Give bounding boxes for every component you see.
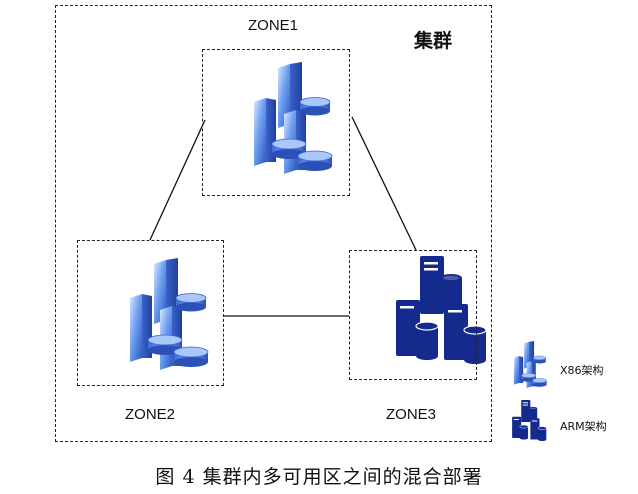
- zone2-label: ZONE2: [125, 406, 176, 423]
- zone1-label: ZONE1: [248, 17, 299, 34]
- legend-x86-server-icon: [513, 340, 547, 389]
- legend-x86-label: X86架构: [560, 364, 604, 377]
- zone3-box: [349, 250, 477, 380]
- cluster-boundary: [55, 5, 492, 442]
- zone1-box: [202, 49, 350, 196]
- zone2-box: [77, 240, 224, 386]
- link-zone1-zone2: [149, 119, 206, 241]
- cluster-label: 集群: [414, 30, 453, 52]
- legend-arm-label: ARM架构: [560, 420, 607, 433]
- legend-arm-server-icon: [511, 399, 547, 442]
- figure-caption: 图 4 集群内多可用区之间的混合部署: [155, 466, 483, 488]
- zone3-label: ZONE3: [386, 406, 437, 423]
- link-zone1-zone3: [351, 116, 417, 251]
